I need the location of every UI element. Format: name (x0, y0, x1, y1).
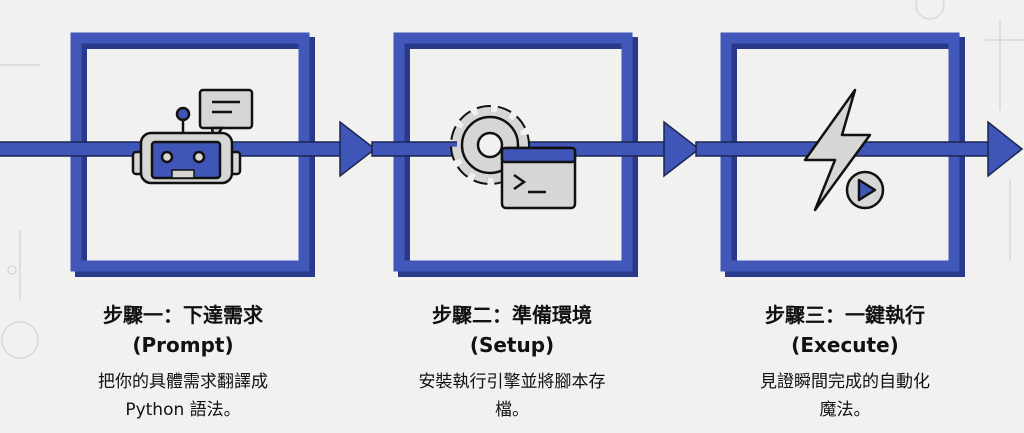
step-title: 步驟二：準備環境 (432, 303, 592, 327)
step-desc-line: Python 語法。 (125, 400, 241, 420)
step-desc-line: 安裝執行引擎並將腳本存 (418, 372, 606, 392)
step-subtitle: (Execute) (791, 333, 899, 357)
step-desc-line: 把你的具體需求翻譯成 (98, 372, 268, 392)
step-2-text: 步驟二：準備環境 (Setup) 安裝執行引擎並將腳本存檔。 (362, 300, 662, 424)
lightning-play-icon (803, 88, 885, 212)
robot-chat-icon (131, 88, 254, 185)
step-desc-line: 魔法。 (819, 400, 871, 420)
step-desc-line: 見證瞬間完成的自動化 (760, 372, 930, 392)
step-title: 步驟一：下達需求 (103, 303, 263, 327)
step-subtitle: (Setup) (469, 333, 555, 357)
step-desc-line: 檔。 (495, 400, 529, 420)
step-3-text: 步驟三：一鍵執行 (Execute) 見證瞬間完成的自動化魔法。 (695, 300, 995, 424)
background-decoration (0, 0, 1024, 359)
step-subtitle: (Prompt) (132, 333, 234, 357)
step-1-text: 步驟一：下達需求 (Prompt) 把你的具體需求翻譯成 Python 語法。 (33, 300, 333, 424)
gear-terminal-icon (450, 105, 577, 210)
step-title: 步驟三：一鍵執行 (765, 303, 925, 327)
